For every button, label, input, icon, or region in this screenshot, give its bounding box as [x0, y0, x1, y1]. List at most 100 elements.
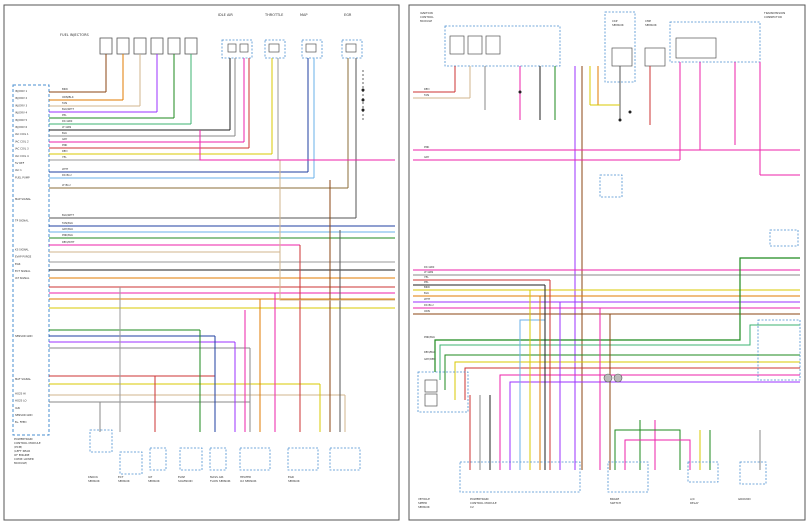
wire-label: DK BLU — [62, 173, 72, 177]
pcm-pin-label: HO2S LO — [15, 399, 27, 403]
wire-label: GRY — [62, 137, 68, 141]
wire-label: BLK/WHT — [62, 107, 74, 111]
vss-label: VEHICLE — [418, 497, 430, 501]
evap-solenoid-label: SOLENOID — [178, 479, 193, 483]
main-connector-label: C2 — [470, 505, 474, 509]
pcm-pin-label: INJ DRV 6 — [15, 125, 28, 129]
pcm-label-line: CONTROL MODULE — [14, 441, 41, 445]
pcm-pin-label: IAC 1 — [15, 168, 22, 172]
ignition-control-module-label: CONTROL — [420, 15, 434, 19]
pcm-pin-label: IAT SIGNAL — [15, 276, 30, 280]
fuel-injectors-label: FUEL INJECTORS — [60, 33, 90, 37]
left-bottom-labels: KNOCKSENSORECTSENSORIATSENSOREVAPSOLENOI… — [88, 475, 300, 483]
wire-label: BLK/WHT — [62, 213, 74, 217]
egr-sensor-label: EGR — [288, 475, 294, 479]
wire-label: BRN — [424, 285, 430, 289]
ect-sensor-label: ECT — [118, 475, 124, 479]
ks-sensor-label: SENSOR — [88, 479, 100, 483]
iat-sensor-label: IAT — [148, 475, 153, 479]
wire-label: RED/BLK — [424, 350, 436, 354]
ho2s-label: HEATED — [240, 475, 251, 479]
cmp-sensor-label: CMP — [645, 19, 651, 23]
wire-label: LT BLU — [62, 183, 71, 187]
pcm-pin-label: EVAP PURGE — [15, 255, 32, 259]
ignition-control-module-label: MODULE — [420, 19, 432, 23]
wire-label: RED/WHT — [62, 240, 75, 244]
right-wires — [413, 62, 800, 470]
wire-label: PNK — [62, 143, 68, 147]
pcm-pin-label: HO2S HI — [15, 391, 26, 395]
wire-label: GRY — [424, 155, 430, 159]
wire-label: PNK — [424, 145, 430, 149]
left-bottom-components — [89, 429, 361, 475]
pcm-label-line: (LEFT REAR — [14, 449, 30, 453]
pcm-pin-label: IAC COIL 3 — [15, 147, 29, 151]
tp-sensor-group: THROTTLE — [264, 13, 286, 59]
pcm-pin-label: B+ FEED — [15, 420, 27, 424]
wire-label: BLK — [62, 131, 67, 135]
wire-label: DK GRN — [424, 265, 434, 269]
brake-switch-label: SWITCH — [610, 501, 621, 505]
transmission-connector-label: CONNECTOR — [764, 15, 782, 19]
pcm-label-line: COMP. LOWER — [14, 457, 34, 461]
ac-relay-label: RELAY — [690, 501, 699, 505]
pcm-pin-label: INJ DRV 1 — [15, 89, 28, 93]
egr-valve-label: EGR — [344, 13, 352, 17]
wire-label: GRY/BLK — [62, 227, 73, 231]
right-ground-points — [518, 90, 632, 122]
iat-sensor-label: SENSOR — [148, 479, 160, 483]
wire-label: TAN — [62, 101, 67, 105]
pcm-pin-label: IAC COIL 1 — [15, 132, 29, 136]
cmp-sensor-label: SENSOR — [645, 23, 657, 27]
pcm-label-line: POWERTRAIN — [14, 437, 33, 441]
wire-label: RED — [424, 87, 429, 91]
wire-label: ORN/BLK — [62, 95, 74, 99]
ac-relay-label: A/C — [690, 497, 695, 501]
main-connector-label: CONTROL MODULE — [470, 501, 497, 505]
wire-label: YEL — [62, 155, 67, 159]
ckp-sensor-label: CKP — [612, 19, 618, 23]
ho2s-label: O2 SENSOR — [240, 479, 256, 483]
pcm-pin-label: ECT SIGNAL — [15, 269, 31, 273]
wire-label: TAN/BLK — [62, 221, 73, 225]
egr-valve-group: EGR — [341, 13, 363, 59]
vss-label: SPEED — [418, 501, 427, 505]
pcm-pin-label: SENSOR GND — [15, 334, 33, 338]
wire-label: DK BLU — [424, 303, 434, 307]
vss-label: SENSOR — [418, 505, 430, 509]
ckp-sensor-label: SENSOR — [612, 23, 624, 27]
wire-label: GRY/RED — [424, 357, 436, 361]
egr-sensor-label: SENSOR — [288, 479, 300, 483]
pcm-label-line: (PCM) — [14, 445, 22, 449]
map-sensor-group: MAP — [300, 13, 323, 59]
evap-solenoid-label: EVAP — [178, 475, 185, 479]
tp-sensor-label: THROTTLE — [264, 13, 283, 17]
pcm-label-line: OF ENGINE — [14, 453, 30, 457]
wire-label: ORN — [424, 309, 430, 313]
brake-switch-label: BRAKE — [610, 497, 619, 501]
ground-point-label: GROUND — [738, 497, 751, 501]
wire-label: PPL — [424, 280, 429, 284]
wire-label: RED — [62, 149, 67, 153]
wire-label: BRN — [62, 87, 68, 91]
pcm-pin-label: SENSOR GND — [15, 413, 33, 417]
pcm-pin-label: KS SIGNAL — [15, 247, 29, 251]
pcm-pin-label: MAP SIGNAL — [15, 197, 32, 201]
pcm-pin-label: IAC COIL 2 — [15, 139, 29, 143]
main-connector-label: POWERTRAIN — [470, 497, 489, 501]
map-sensor-label: MAP — [300, 13, 308, 17]
wire-label: YEL — [424, 275, 429, 279]
wire-label: WHT — [424, 297, 431, 301]
pcm-pin-label: IAC COIL 4 — [15, 154, 29, 158]
iac-valve-label: IDLE AIR — [218, 13, 233, 17]
pcm-box — [12, 84, 50, 436]
wire-label: PNK/BLK — [424, 335, 435, 339]
pcm-pin-label: FUEL PUMP — [15, 175, 30, 179]
maf-sensor-label: MASS AIR — [210, 475, 224, 479]
